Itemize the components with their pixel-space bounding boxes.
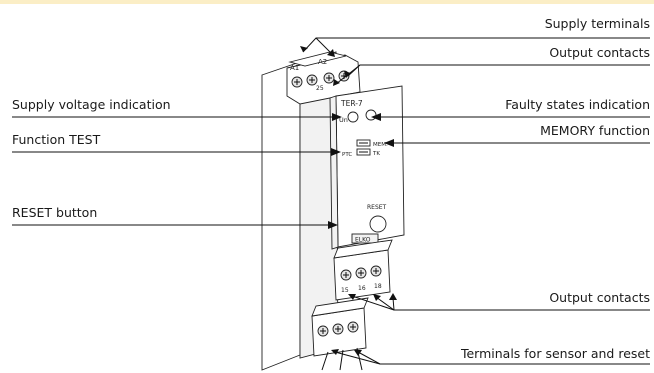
label-terminals-sensor-reset: Terminals for sensor and reset (460, 346, 650, 361)
reset-text: RESET (367, 204, 387, 211)
lower-terminal-top-1 (333, 239, 393, 259)
switch-label-ptc: PTC (342, 152, 352, 158)
relay-device: A1 A2 25 TER-7 Un MEM. TK PTC RESET ELKO… (261, 51, 405, 371)
label-output-contacts-bottom: Output contacts (549, 290, 650, 305)
device-back-body (261, 61, 301, 371)
label-faulty-states-indication: Faulty states indication (505, 97, 650, 112)
switch-label-mem: MEM. (373, 142, 388, 148)
front-face-side (329, 95, 339, 250)
reset-button-graphic (369, 215, 387, 233)
terminal-label-16: 16 (358, 285, 366, 292)
led-label-un: Un (339, 116, 348, 124)
terminal-label-a2: A2 (318, 58, 327, 66)
label-supply-voltage-indication: Supply voltage indication (12, 97, 171, 112)
terminal-label-18: 18 (374, 283, 382, 290)
switch-label-tk: TK (372, 151, 380, 157)
label-output-contacts-top: Output contacts (549, 45, 650, 60)
label-function-test: Function TEST (12, 132, 101, 147)
fault-led (365, 109, 377, 121)
supply-led (347, 111, 359, 123)
brand-text: ELKO (355, 237, 371, 244)
lower-terminal-top-2 (311, 297, 369, 317)
leader-lines (12, 37, 650, 365)
label-memory-function: MEMORY function (540, 123, 650, 138)
label-supply-terminals: Supply terminals (545, 16, 650, 31)
terminal-label-25: 25 (316, 85, 324, 92)
brand-plate (351, 233, 379, 244)
top-accent-bar (0, 0, 654, 4)
label-reset-button: RESET button (12, 205, 97, 220)
device-model: TER-7 (340, 99, 363, 108)
terminal-label-15: 15 (341, 287, 349, 294)
terminal-label-a1: A1 (290, 64, 299, 72)
